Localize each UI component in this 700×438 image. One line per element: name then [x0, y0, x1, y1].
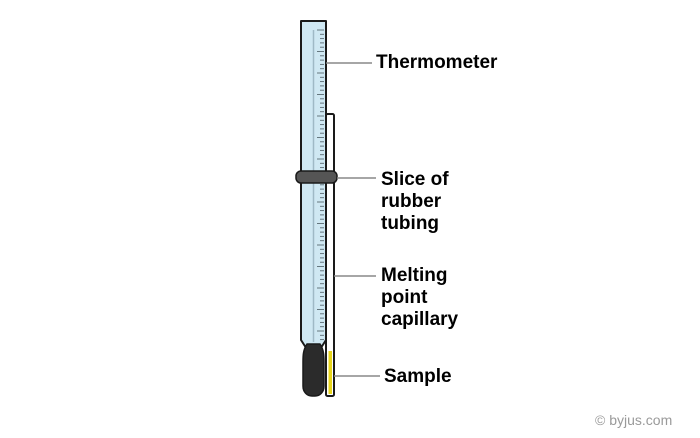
thermometer-label: Thermometer — [376, 52, 497, 74]
rubber-tubing-label: Slice of rubber tubing — [381, 169, 449, 235]
thermometer-label-text: Thermometer — [376, 52, 498, 73]
sample-label-text: Sample — [384, 366, 452, 387]
rubber-tubing-label-line-1: Slice of — [381, 169, 449, 190]
rubber-tubing-label-line-3: tubing — [381, 213, 440, 234]
sample-fill — [328, 351, 332, 394]
capillary-label-line-3: capillary — [381, 309, 459, 330]
sample-label: Sample — [384, 366, 452, 388]
thermometer-bulb — [302, 343, 325, 397]
capillary-label-line-1: Melting — [381, 265, 448, 286]
capillary-label: Melting point capillary — [381, 265, 458, 331]
copyright-credit: © byjus.com — [595, 412, 673, 428]
rubber-tubing-label-line-2: rubber — [381, 191, 442, 212]
capillary-label-line-2: point — [381, 287, 428, 308]
rubber-tubing-band — [295, 170, 338, 184]
thermometer-scale — [317, 29, 324, 341]
